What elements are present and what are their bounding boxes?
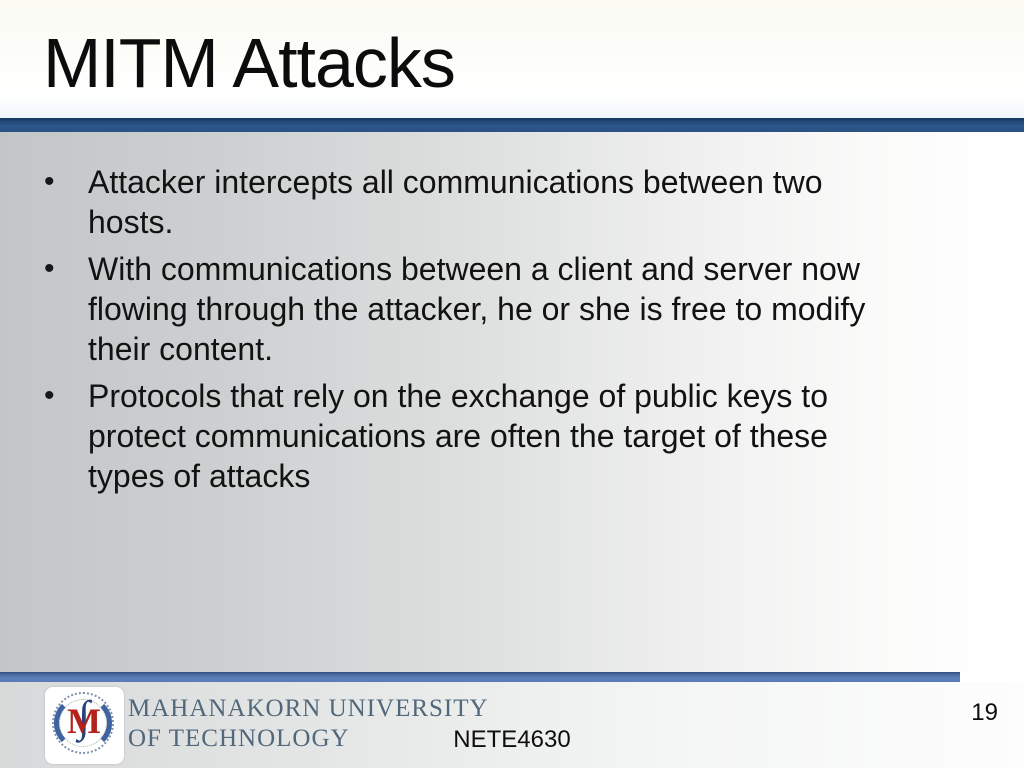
university-name-line2: OF TECHNOLOGY: [128, 725, 350, 752]
page-number: 19: [971, 699, 998, 726]
bullet-marker: •: [44, 165, 55, 198]
university-logo: ∫ M: [45, 687, 124, 764]
bullet-text: With communications between a client and…: [88, 251, 866, 367]
university-name-line1: MAHANAKORN UNIVERSITY: [128, 695, 489, 722]
title-area: MITM Attacks: [0, 0, 1024, 118]
logo-arc-right: [58, 696, 112, 750]
logo-monogram-stroke: ∫: [78, 692, 91, 741]
bullet-item: • With communications between a client an…: [44, 249, 1024, 369]
title-divider-bar: [0, 118, 1024, 132]
page-title: MITM Attacks: [43, 24, 456, 102]
bullet-marker: •: [44, 252, 55, 285]
bullet-text: Attacker intercepts all communications b…: [88, 164, 823, 240]
bullet-list: • Attacker intercepts all communications …: [0, 132, 1024, 496]
course-code: NETE4630: [453, 726, 571, 753]
university-name: MAHANAKORN UNIVERSITY OF TECHNOLOGY: [128, 694, 489, 754]
bullet-text: Protocols that rely on the exchange of p…: [88, 378, 828, 494]
footer: ∫ M MAHANAKORN UNIVERSITY OF TECHNOLOGY …: [0, 682, 1024, 768]
bullet-item: • Attacker intercepts all communications …: [44, 162, 1024, 242]
bullet-item: • Protocols that rely on the exchange of …: [44, 376, 1024, 496]
content-area: • Attacker intercepts all communications …: [0, 132, 1024, 672]
logo-seal-ring: [52, 692, 114, 754]
logo-monogram-m: M: [67, 701, 101, 741]
footer-divider-bar: [0, 672, 960, 682]
bullet-marker: •: [44, 379, 55, 412]
logo-arc-left: [54, 696, 108, 750]
